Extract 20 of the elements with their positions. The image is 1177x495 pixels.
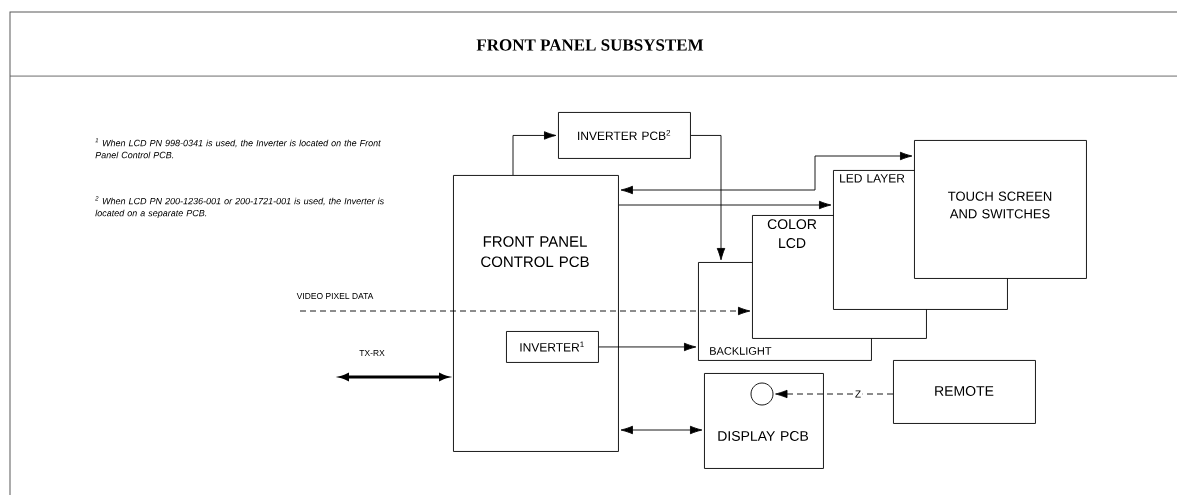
- arrow: [512, 131, 557, 176]
- edge-label: VIDEO PIXEL DATA: [295, 291, 375, 301]
- edge-label: Z: [853, 389, 863, 399]
- layer-box: TOUCH SCREEN AND SWITCHES: [914, 140, 1087, 279]
- receiver-circle: [750, 382, 774, 406]
- footnote: $^{1}$ When LCD PN 998-0341 is used, the Inverter is located on the Front Panel Control PCB.: [95, 138, 381, 159]
- inverter-box: INVERTER$^{1}$: [506, 331, 599, 363]
- arrow: [598, 342, 697, 352]
- arrow: [620, 425, 703, 435]
- pcb-box: DISPLAY PCB: [704, 373, 824, 469]
- arrow: [618, 200, 832, 210]
- arrow: [299, 306, 751, 316]
- edge-label: TX-RX: [357, 348, 387, 358]
- title: FRONT PANEL SUBSYSTEM: [476, 39, 704, 51]
- arrow: [775, 389, 894, 399]
- remote-box: REMOTE: [893, 360, 1036, 424]
- arrow: [620, 151, 913, 195]
- arrow: [690, 135, 726, 261]
- pcb-box: INVERTER PCB$^{2}$: [558, 112, 691, 159]
- footnote: $^{2}$ When LCD PN 200-1236-001 or 200-1721-001 is used, the Inverter is located on a separate PCB.: [95, 196, 384, 219]
